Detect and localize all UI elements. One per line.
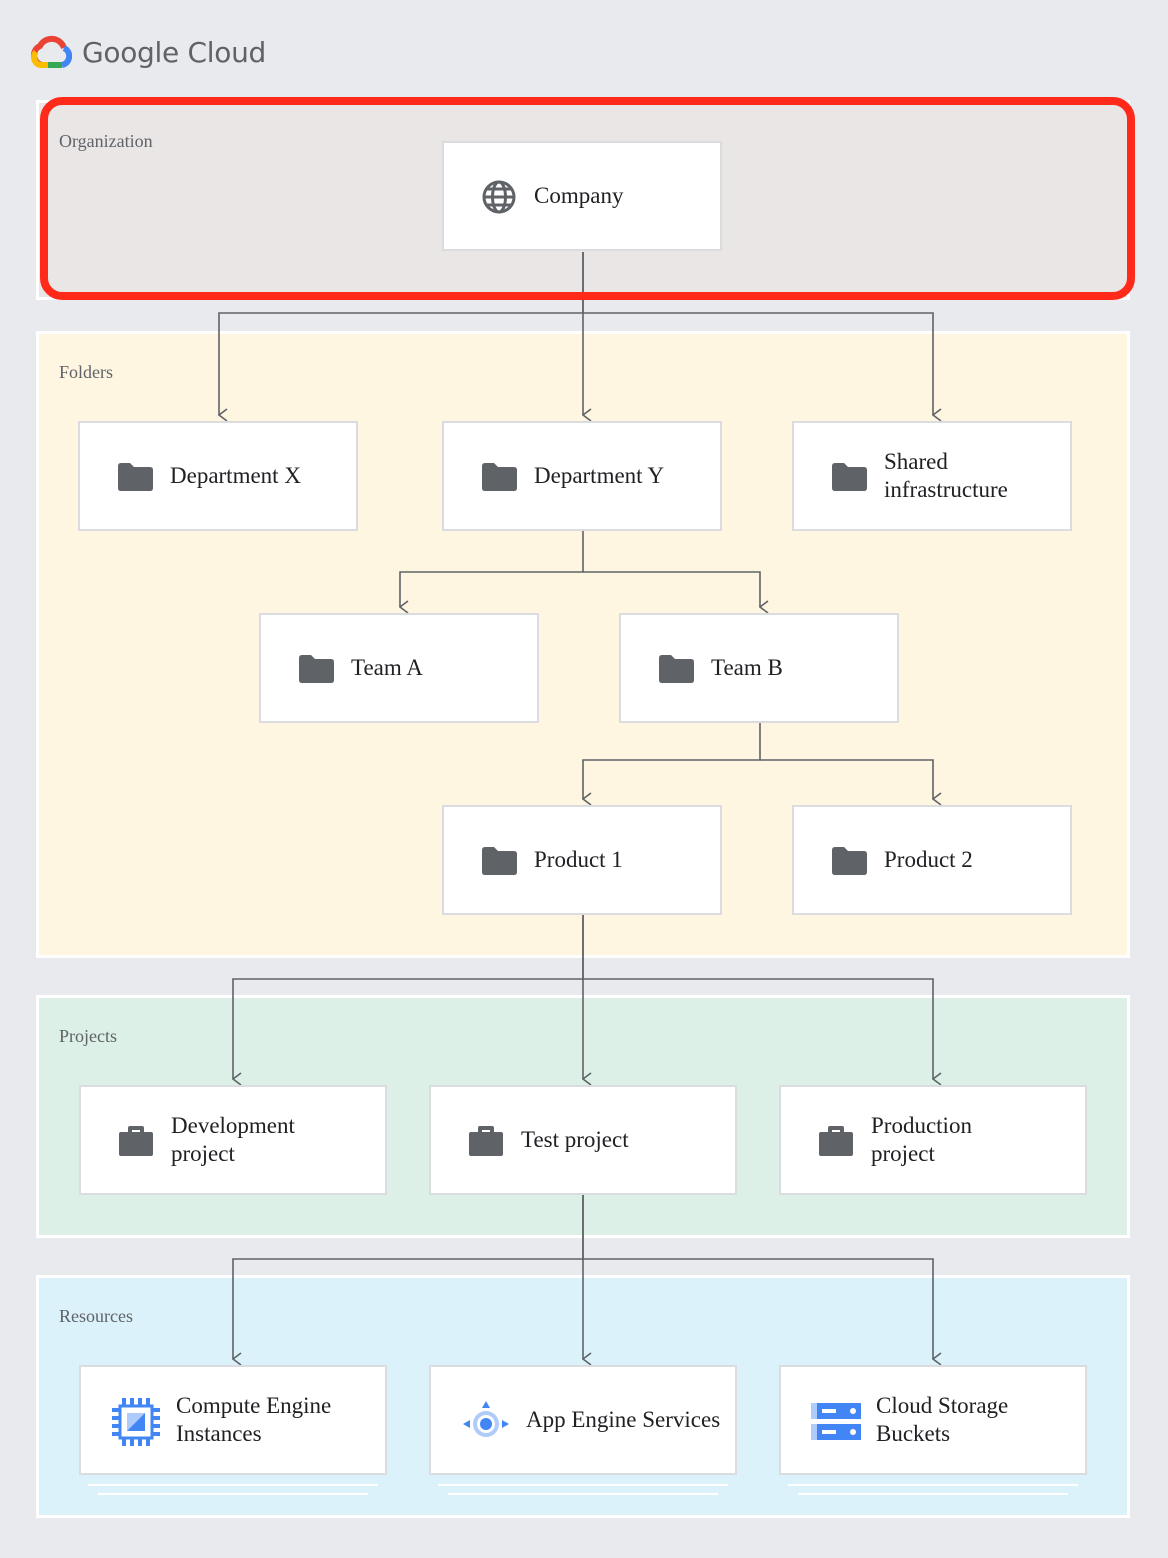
stack-shadow-line — [438, 1484, 728, 1486]
google-cloud-logo: Google Cloud — [30, 30, 266, 74]
node-shared-infrastructure-label: Shared infrastructure — [884, 449, 1008, 502]
folder-icon — [480, 844, 518, 878]
folder-icon — [116, 460, 154, 494]
node-shared-infrastructure[interactable]: Shared infrastructure — [792, 421, 1072, 531]
edge-team-b-product-2 — [760, 759, 933, 799]
briefcase-icon — [817, 1124, 855, 1158]
folders-section-label: Folders — [59, 362, 113, 382]
google-cloud-logo-icon — [30, 35, 72, 68]
node-company[interactable]: Company — [442, 141, 722, 251]
node-department-y[interactable]: Department Y — [442, 421, 722, 531]
stack-shadow-line — [448, 1493, 718, 1495]
node-team-b[interactable]: Team B — [619, 613, 899, 723]
node-test-project-label: Test project — [521, 1127, 629, 1152]
stack-shadow-line — [788, 1484, 1078, 1486]
node-compute-engine[interactable]: Compute Engine Instances — [79, 1365, 387, 1475]
organization-highlight-box — [40, 97, 1135, 300]
edge-product-1-development-project — [233, 915, 584, 1079]
node-app-engine-label: App Engine Services — [526, 1407, 721, 1432]
stack-shadow-line — [98, 1493, 368, 1495]
node-test-project[interactable]: Test project — [429, 1085, 737, 1195]
node-production-project[interactable]: Production project — [779, 1085, 1087, 1195]
projects-section-label: Projects — [59, 1026, 117, 1046]
node-product-1-label: Product 1 — [534, 847, 623, 872]
node-company-label: Company — [534, 183, 624, 208]
folder-icon — [830, 460, 868, 494]
node-product-2[interactable]: Product 2 — [792, 805, 1072, 915]
edge-department-y-team-a — [400, 531, 584, 607]
folder-icon — [830, 844, 868, 878]
compute-engine-icon — [109, 1395, 163, 1449]
node-compute-engine-label: Compute Engine Instances — [176, 1393, 332, 1446]
node-production-project-label: Production project — [871, 1113, 972, 1166]
edge-team-b-product-1 — [583, 723, 761, 799]
stack-shadow-line — [798, 1493, 1068, 1495]
edge-company-shared-infrastructure — [583, 312, 933, 415]
node-department-y-label: Department Y — [534, 463, 665, 488]
node-development-project[interactable]: Development project — [79, 1085, 387, 1195]
edge-product-1-production-project — [583, 978, 933, 1079]
node-cloud-storage[interactable]: Cloud Storage Buckets — [779, 1365, 1087, 1475]
node-development-project-label: Development project — [171, 1113, 295, 1166]
node-team-a[interactable]: Team A — [259, 613, 539, 723]
cloud-storage-icon — [809, 1395, 863, 1449]
folder-icon — [657, 652, 695, 686]
edge-test-project-cloud-storage — [583, 1258, 933, 1359]
briefcase-icon — [467, 1124, 505, 1158]
node-team-b-label: Team B — [711, 655, 783, 680]
folder-icon — [297, 652, 335, 686]
folder-icon — [480, 460, 518, 494]
briefcase-icon — [117, 1124, 155, 1158]
node-product-2-label: Product 2 — [884, 847, 973, 872]
node-department-x-label: Department X — [170, 463, 301, 488]
app-engine-icon — [459, 1395, 513, 1449]
node-department-x[interactable]: Department X — [78, 421, 358, 531]
organization-section-label: Organization — [59, 131, 153, 151]
edge-test-project-compute-engine — [233, 1195, 584, 1359]
stack-shadow-line — [88, 1484, 378, 1486]
node-product-1[interactable]: Product 1 — [442, 805, 722, 915]
node-app-engine[interactable]: App Engine Services — [429, 1365, 737, 1475]
resources-section-label: Resources — [59, 1306, 133, 1326]
globe-icon — [480, 180, 518, 214]
edge-department-y-team-b — [583, 571, 760, 607]
brand-name: Google Cloud — [82, 35, 267, 69]
node-team-a-label: Team A — [351, 655, 423, 680]
node-cloud-storage-label: Cloud Storage Buckets — [876, 1393, 1009, 1446]
